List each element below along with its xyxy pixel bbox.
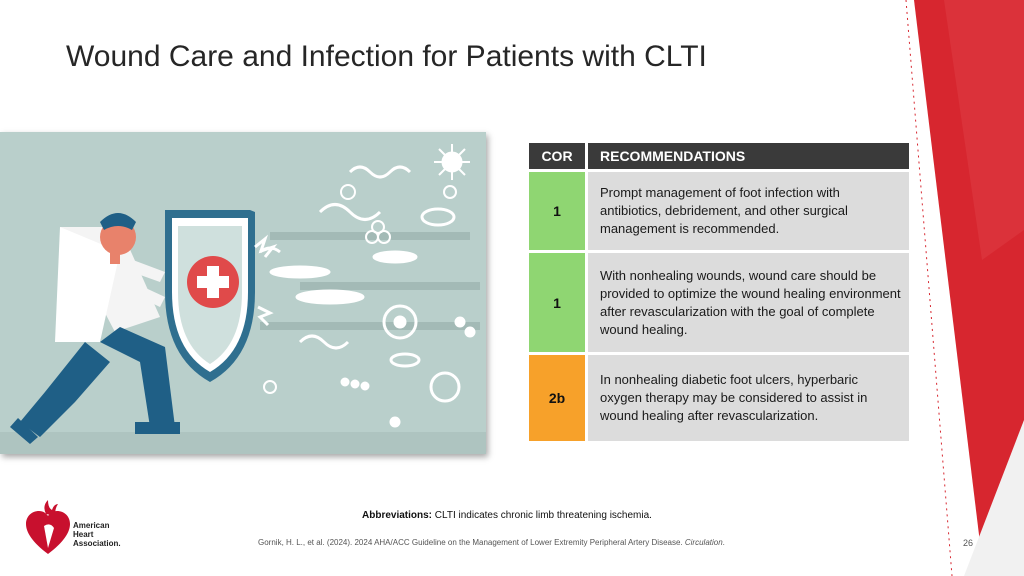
table-header: COR RECOMMENDATIONS [529, 143, 909, 169]
logo-line1: American [73, 521, 110, 530]
logo-line2: Heart [73, 530, 94, 539]
recommendation-cell: In nonhealing diabetic foot ulcers, hype… [588, 355, 909, 441]
table-row: 1 Prompt management of foot infection wi… [529, 172, 909, 250]
table-row: 1 With nonhealing wounds, wound care sho… [529, 253, 909, 352]
cor-cell: 1 [529, 172, 585, 250]
page-number: 26 [963, 538, 974, 548]
abbreviations-note: Abbreviations: CLTI indicates chronic li… [362, 510, 652, 521]
table-row: 2b In nonhealing diabetic foot ulcers, h… [529, 355, 909, 441]
cor-cell: 2b [529, 355, 585, 441]
doctor-shield-illustration [0, 132, 486, 454]
header-cor: COR [529, 143, 585, 169]
heart-torch-logo-icon [26, 500, 70, 554]
citation: Gornik, H. L., et al. (2024). 2024 AHA/A… [258, 538, 725, 547]
header-recommendations: RECOMMENDATIONS [588, 143, 909, 169]
recommendations-table: COR RECOMMENDATIONS 1 Prompt management … [529, 143, 909, 444]
aha-wordmark: American Heart Association. [73, 521, 133, 548]
recommendation-cell: Prompt management of foot infection with… [588, 172, 909, 250]
doctor-figure [10, 213, 180, 444]
shield-icon [165, 210, 255, 382]
germs-icon [259, 144, 476, 428]
citation-journal: Circulation [684, 538, 723, 547]
recommendation-cell: With nonhealing wounds, wound care shoul… [588, 253, 909, 352]
cor-cell: 1 [529, 253, 585, 352]
abbreviations-text: CLTI indicates chronic limb threatening … [432, 510, 652, 521]
abbreviations-label: Abbreviations: [362, 510, 433, 521]
slide-title: Wound Care and Infection for Patients wi… [66, 40, 707, 73]
logo-line3: Association. [73, 539, 121, 548]
citation-end: . [722, 538, 725, 547]
corner-decoration [905, 0, 1024, 576]
citation-main: Gornik, H. L., et al. (2024). 2024 AHA/A… [258, 538, 685, 547]
